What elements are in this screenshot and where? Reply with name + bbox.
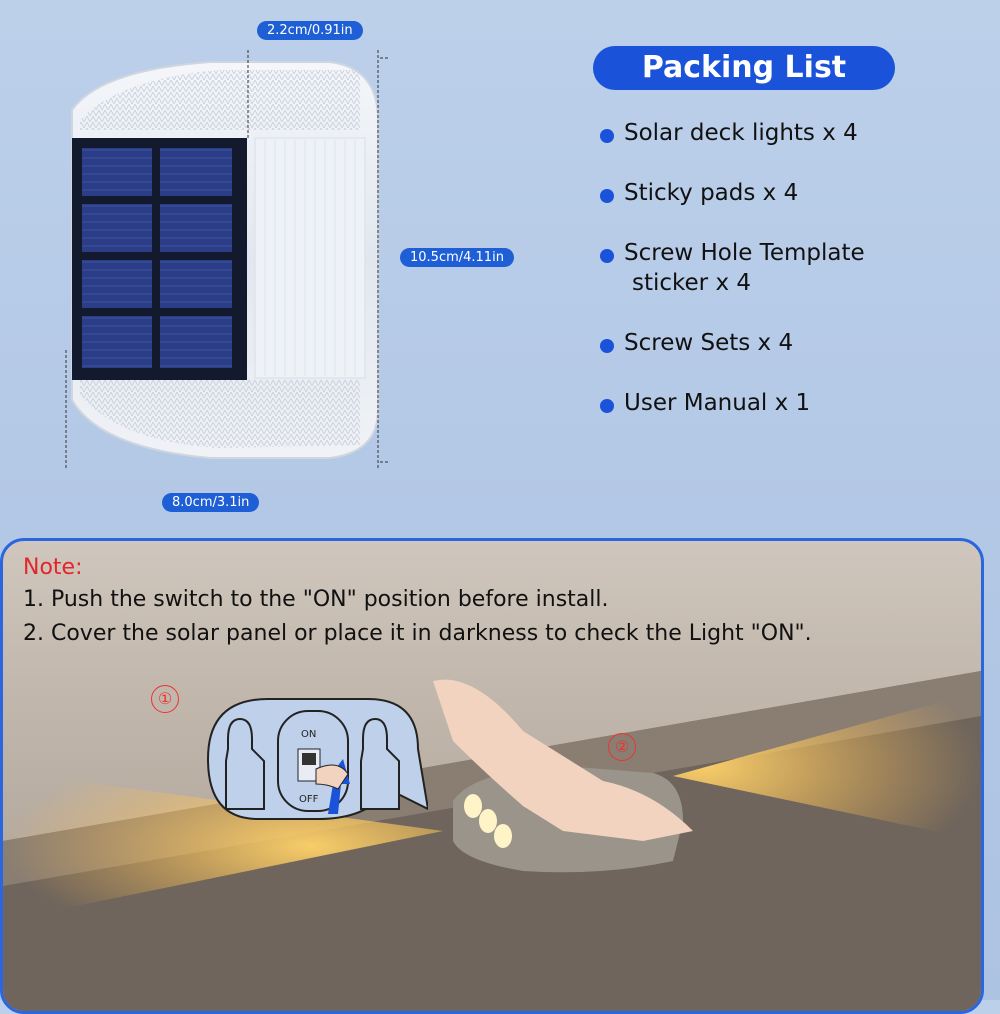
step-1-marker: ① (151, 685, 179, 713)
note-panel: Note: 1. Push the switch to the "ON" pos… (0, 538, 984, 1014)
list-item-label: User Manual x 1 (624, 390, 811, 416)
note-line-2: 2. Cover the solar panel or place it in … (23, 621, 812, 646)
packing-list: Solar deck lights x 4 Sticky pads x 4 Sc… (600, 118, 865, 448)
bullet-icon (600, 339, 614, 353)
list-item: Screw Sets x 4 (600, 328, 865, 358)
solar-panel-cells (82, 148, 232, 368)
packing-list-title: Packing List (593, 46, 895, 90)
bullet-icon (600, 249, 614, 263)
list-item: Solar deck lights x 4 (600, 118, 865, 148)
switch-on-label: ON (301, 729, 316, 740)
note-line-1: 1. Push the switch to the "ON" position … (23, 587, 609, 612)
bullet-icon (600, 189, 614, 203)
scene-background (3, 671, 981, 1011)
list-item: User Manual x 1 (600, 388, 865, 418)
list-item-label: Screw Sets x 4 (624, 330, 794, 356)
depth-dimension-label: 2.2cm/0.91in (257, 21, 363, 40)
bullet-icon (600, 399, 614, 413)
height-dimension-label: 10.5cm/4.11in (400, 248, 514, 267)
bullet-icon (600, 129, 614, 143)
list-item: Sticky pads x 4 (600, 178, 865, 208)
list-item-label: Solar deck lights x 4 (624, 120, 858, 146)
list-item-label: Screw Hole Template (624, 240, 865, 266)
list-item: Screw Hole Template sticker x 4 (600, 238, 865, 298)
list-item-label: Sticky pads x 4 (624, 180, 799, 206)
solar-light-product-image (65, 50, 390, 470)
width-dimension-label: 8.0cm/3.1in (162, 493, 260, 512)
note-title: Note: (23, 555, 83, 580)
list-item-label-continued: sticker x 4 (632, 270, 752, 296)
step-2-marker: ② (608, 733, 636, 761)
switch-diagram: ON OFF (206, 698, 428, 820)
switch-off-label: OFF (299, 794, 319, 805)
